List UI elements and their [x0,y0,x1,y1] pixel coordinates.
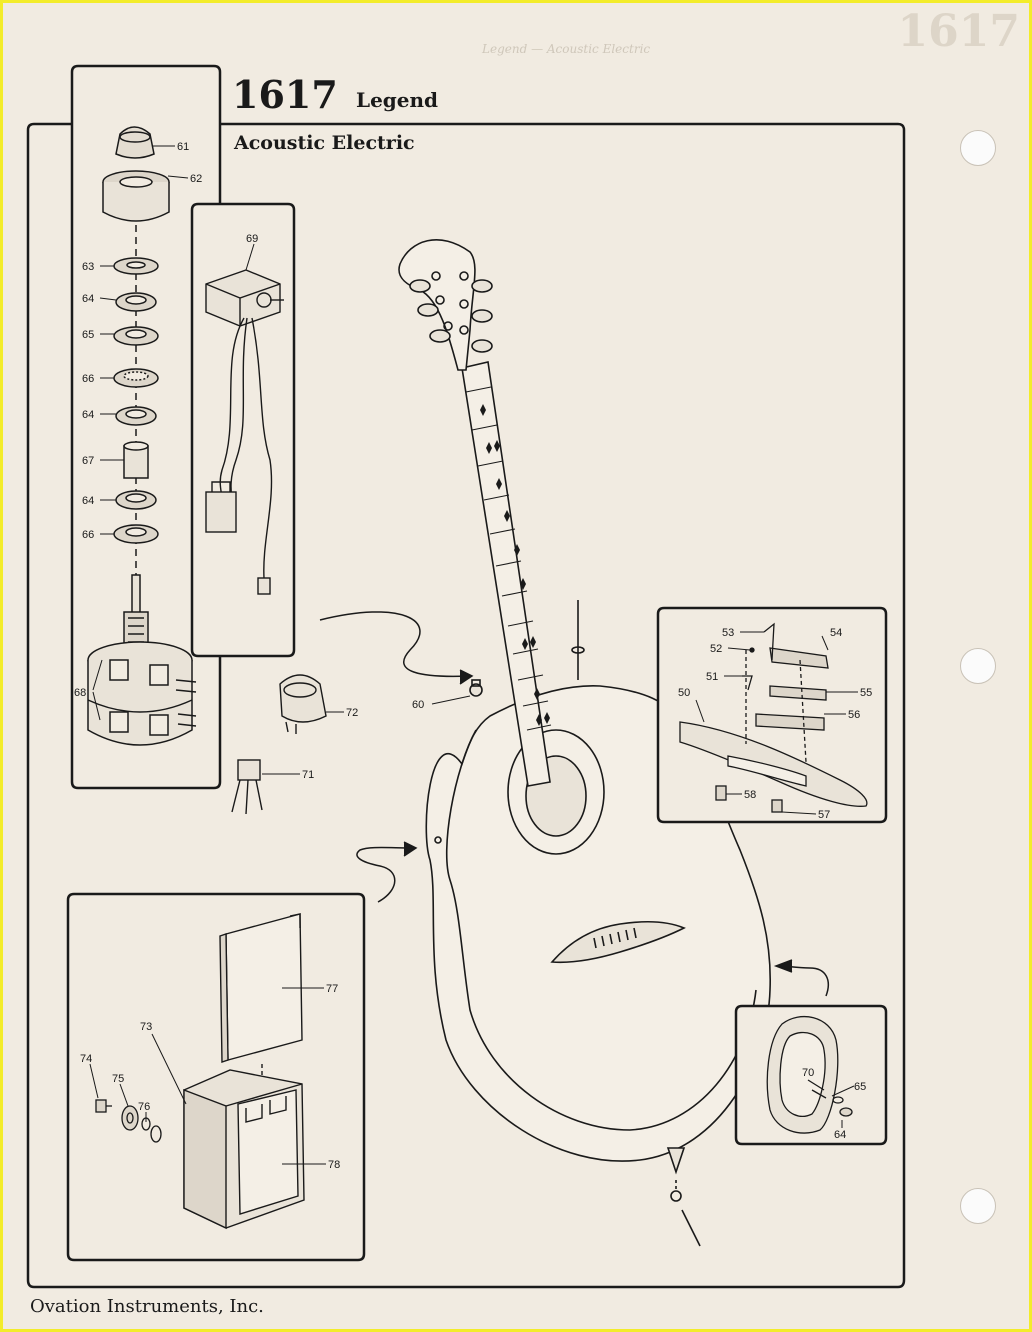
dual-potentiometer-68 [87,574,197,746]
label-60: 60 [412,699,424,711]
label-58: 58 [744,789,756,801]
battery-fasteners [95,1099,162,1143]
label-70: 70 [802,1067,814,1079]
ghost-header: 1617 [897,6,1020,57]
soundhole-ring [507,729,605,855]
bridge-assembly [679,622,868,813]
nut-64-d [839,1107,853,1117]
bridge-saddle-slot [727,755,807,787]
model-name: Legend [356,88,439,112]
label-68: 68 [74,687,86,699]
label-78: 78 [328,1159,340,1171]
lockwasher-66-b [113,524,159,544]
label-50: 50 [678,687,690,699]
label-71: 71 [302,769,314,781]
guitar-bridge [550,920,686,964]
lockwasher-66-a [113,368,159,388]
bushing-58 [715,785,727,801]
strap-button-71 [231,759,263,815]
main-frame [26,122,906,1289]
endpin-jack [766,1015,855,1134]
label-67: 67 [82,455,94,467]
label-74: 74 [80,1053,92,1065]
ghost-subtitle: Legend — Acoustic Electric [482,42,651,56]
label-61: 61 [177,141,189,153]
label-76: 76 [138,1101,150,1113]
potentiometer-stack [87,126,197,746]
label-64-c: 64 [82,495,94,507]
preamp-69 [205,269,284,595]
strap-pin-60 [469,679,483,697]
left-leaders [92,145,189,721]
binder-hole-bottom [960,1188,996,1224]
pickup-element-56 [755,713,825,731]
washer-63 [113,257,159,275]
screw-51 [742,675,753,691]
battery-leaders [89,987,326,1165]
jack-70 [807,1079,827,1099]
nut-64-a [115,292,157,312]
label-57: 57 [818,809,830,821]
label-69: 69 [246,233,258,245]
battery-compartment [183,913,305,1230]
bushing-57 [771,799,783,813]
label-55: 55 [860,687,872,699]
washer-65 [113,326,159,346]
battery-cover-77 [225,913,303,1061]
bridge-leaders [695,631,858,815]
spacer-67 [123,441,149,479]
label-56: 56 [848,709,860,721]
label-53: 53 [722,627,734,639]
label-52: 52 [710,643,722,655]
label-77: 77 [326,983,338,995]
model-number: 1617 [232,72,338,117]
fret-inlays [480,404,550,726]
jack-socket-72 [279,674,327,734]
fretboard [461,361,551,787]
part-number-labels: 61 62 63 64 65 66 64 67 64 66 68 69 72 7… [74,141,872,1171]
nut-64-c [115,490,157,510]
company-footer: Ovation Instruments, Inc. [30,1296,264,1317]
tuning-pegs [409,271,493,353]
label-51: 51 [706,671,718,683]
bowl-edge [445,729,757,1131]
leader-69 [245,243,255,271]
potentiometer-panel [70,64,222,790]
truss-screw [571,600,585,680]
label-64-a: 64 [82,293,94,305]
page-subtitle: Acoustic Electric [234,132,415,154]
label-65-b: 65 [854,1081,866,1093]
label-75: 75 [112,1073,124,1085]
label-66-a: 66 [82,373,94,385]
binder-hole-middle [960,648,996,684]
binder-hole-top [960,130,996,166]
pickup-strip-55 [769,685,827,701]
bottom-strap-hardware [666,1147,701,1247]
saddle-54 [769,647,829,669]
screw-74 [95,1099,112,1113]
flow-arrows [319,611,830,997]
label-73: 73 [140,1021,152,1033]
label-65: 65 [82,329,94,341]
grommet-75 [121,1105,139,1131]
leader-60 [431,695,471,705]
label-66-b: 66 [82,529,94,541]
nut-64-b [115,406,157,426]
side-jack-hole [434,836,442,844]
knob [102,182,170,222]
label-63: 63 [82,261,94,273]
label-64-b: 64 [82,409,94,421]
label-62: 62 [190,173,202,185]
screw-52 [749,647,755,653]
label-54: 54 [830,627,842,639]
fret-lines [465,386,552,731]
label-64-d: 64 [834,1129,846,1141]
headstock [398,239,476,371]
label-72: 72 [346,707,358,719]
washer-65-b [832,1096,844,1104]
screw-53 [763,622,775,661]
